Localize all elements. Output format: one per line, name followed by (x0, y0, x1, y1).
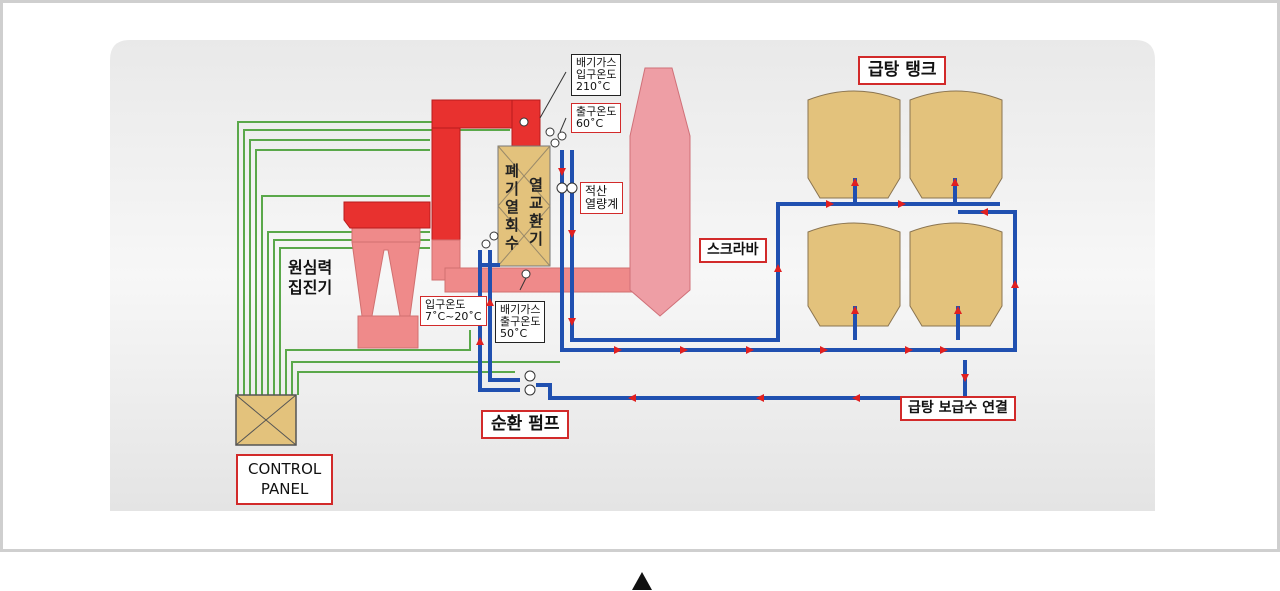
tower-char: 환 (529, 212, 543, 230)
heat-meter-label: 적산 열량계 (580, 182, 624, 215)
temperature-sensors (481, 117, 578, 279)
tower-char: 기 (529, 230, 543, 248)
supply-connection-label: 급탕 보급수 연결 (900, 396, 1016, 422)
tower-char: 수 (505, 234, 519, 252)
cyclone-collector (351, 221, 421, 349)
heat-exchanger-tower (497, 145, 551, 267)
triangle-up-icon[interactable] (632, 572, 652, 590)
exhaust-outlet-temp-label: 배기가스 출구온도 50˚C (495, 301, 546, 344)
hot-water-tanks (807, 90, 1003, 327)
scrubber-label: 스크라바 (699, 238, 767, 264)
scrubber-stack (629, 67, 691, 317)
tower-char: 열 (505, 198, 519, 216)
water-piping (478, 150, 1017, 400)
exhaust-inlet-temp-label: 배기가스 입구온도 210˚C (571, 54, 622, 97)
tower-char: 열 (529, 176, 543, 194)
tower-char: 폐 (505, 162, 519, 180)
exit-temp-label: 출구온도 60˚C (571, 103, 622, 134)
tower-char: 회 (505, 216, 519, 234)
tower-char: 교 (529, 194, 543, 212)
control-panel-label: CONTROL PANEL (236, 454, 334, 505)
circulation-pump-label: 순환 펌프 (481, 410, 570, 439)
tower-label-col2: 열 교 환 기 (528, 176, 544, 248)
pump-icons (524, 370, 536, 396)
cyclone-collector-label: 원심력 집진기 (288, 258, 333, 297)
hot-water-tank-label: 급탕 탱크 (858, 56, 947, 85)
flow-arrows (476, 168, 1019, 402)
exhaust-outlet-duct (431, 239, 641, 293)
leader-lines (519, 71, 567, 291)
control-panel-box (235, 394, 297, 446)
tower-label-col1: 폐 기 열 회 수 (504, 162, 520, 252)
tower-char: 기 (505, 180, 519, 198)
inlet-temp-label: 입구온도 7˚C~20˚C (420, 296, 487, 327)
